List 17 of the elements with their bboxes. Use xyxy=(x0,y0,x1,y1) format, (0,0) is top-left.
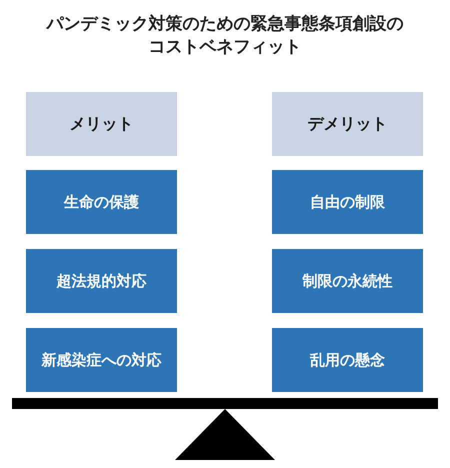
column-header-box xyxy=(272,92,423,156)
item-box xyxy=(272,328,423,392)
column-header-box xyxy=(26,92,177,156)
item-box xyxy=(272,170,423,234)
item-box xyxy=(272,249,423,313)
diagram-title: パンデミック対策のための緊急事態条項創設のコストベネフィット xyxy=(44,13,404,59)
item-label: 自由の制限 xyxy=(310,192,385,212)
item-label: 新感染症への対応 xyxy=(42,350,162,370)
item-label: 生命の保護 xyxy=(64,192,139,212)
item-label: 超法規的対応 xyxy=(56,272,146,290)
item-box xyxy=(26,249,177,313)
header-label: デメリット xyxy=(308,114,388,134)
item-box xyxy=(26,170,177,234)
item-label: 制限の永続性 xyxy=(302,272,392,290)
item-label: 乱用の懸念 xyxy=(310,350,385,370)
item-box xyxy=(26,328,177,392)
header-label: メリット xyxy=(70,114,134,134)
